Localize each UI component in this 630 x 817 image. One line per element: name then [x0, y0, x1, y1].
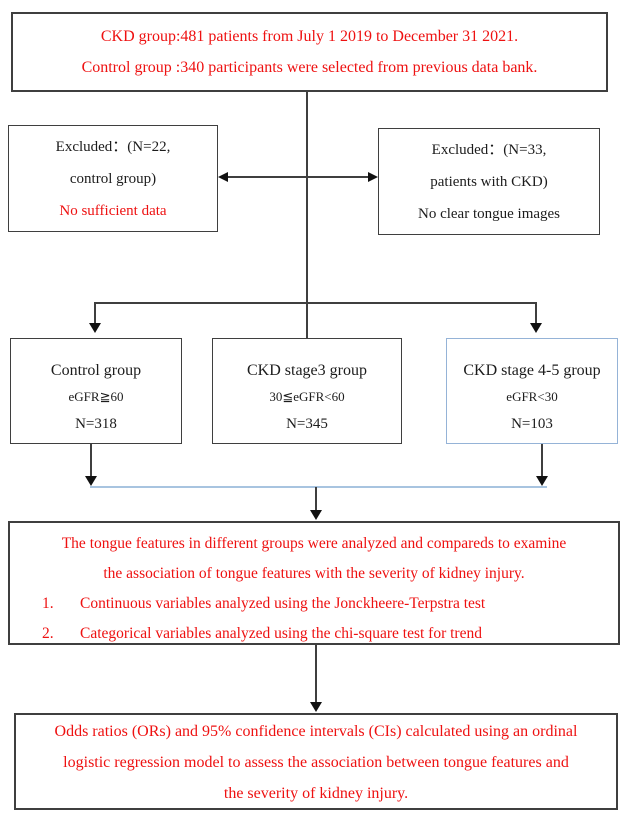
result-box: Odds ratios (ORs) and 95% confidence int… [14, 713, 618, 810]
enrollment-line-2: Control group :340 participants were sel… [81, 59, 538, 76]
analysis-item-1-number: 1. [42, 595, 54, 612]
control-group-criteria: eGFR≧60 [68, 389, 124, 404]
control-down-arrowhead-icon [85, 476, 97, 486]
ckd-stage45-box: CKD stage 4-5 group eGFR<30 N=103 [446, 338, 618, 444]
stage45-down-line [541, 444, 543, 477]
enrollment-line-1: CKD group:481 patients from July 1 2019 … [100, 28, 519, 45]
converge-center-arrowhead-icon [310, 510, 322, 520]
branch-left-arrowhead-icon [89, 323, 101, 333]
control-group-title: Control group [50, 362, 142, 379]
converge-center-line [315, 487, 317, 511]
excluded-ckd-reason: No clear tongue images [417, 205, 561, 222]
excluded-control-line-1: Excluded：(N=22, [55, 138, 171, 155]
ckd-stage3-box: CKD stage3 group 30≦eGFR<60 N=345 [212, 338, 402, 444]
ckd-stage45-title: CKD stage 4-5 group [463, 362, 601, 379]
excluded-control-line-2: control group) [69, 170, 157, 187]
branch-right-line [535, 302, 537, 324]
control-down-line [90, 444, 92, 477]
enrollment-box: CKD group:481 patients from July 1 2019 … [11, 12, 608, 92]
exclusion-arrowhead-right-icon [368, 172, 378, 182]
analysis-item-2: 2. Categorical variables analyzed using t… [10, 619, 618, 649]
result-line-3: the severity of kidney injury. [223, 785, 409, 802]
excluded-ckd-box: Excluded：(N=33, patients with CKD) No cl… [378, 128, 600, 235]
branch-left-line [94, 302, 96, 324]
control-group-count: N=318 [75, 416, 117, 432]
trunk-connector-line [306, 92, 308, 345]
ckd-stage3-criteria: 30≦eGFR<60 [269, 389, 345, 404]
excluded-control-box: Excluded：(N=22, control group) No suffic… [8, 125, 218, 232]
result-line-2: logistic regression model to assess the … [63, 754, 569, 771]
ckd-stage45-criteria: eGFR<30 [506, 389, 558, 404]
analysis-item-2-number: 2. [42, 625, 54, 642]
stage45-down-arrowhead-icon [536, 476, 548, 486]
analysis-box: The tongue features in different groups … [8, 521, 620, 645]
ckd-stage3-count: N=345 [286, 416, 328, 432]
excluded-control-reason: No sufficient data [59, 202, 167, 219]
ckd-stage45-count: N=103 [511, 416, 553, 432]
branch-right-arrowhead-icon [530, 323, 542, 333]
excluded-ckd-line-2: patients with CKD) [430, 173, 548, 190]
converge-horizontal-line [90, 486, 547, 488]
analysis-item-2-text: Categorical variables analyzed using the… [80, 625, 482, 642]
exclusion-arrow-line [226, 176, 370, 178]
analysis-line-1: The tongue features in different groups … [61, 535, 567, 552]
result-line-1: Odds ratios (ORs) and 95% confidence int… [54, 723, 578, 740]
exclusion-arrowhead-left-icon [218, 172, 228, 182]
control-group-box: Control group eGFR≧60 N=318 [10, 338, 182, 444]
analysis-to-result-line [315, 645, 317, 703]
branch-horizontal-line [94, 302, 537, 304]
analysis-item-1: 1. Continuous variables analyzed using th… [10, 589, 618, 619]
analysis-item-1-text: Continuous variables analyzed using the … [80, 595, 486, 612]
excluded-ckd-line-1: Excluded：(N=33, [431, 141, 547, 158]
analysis-to-result-arrowhead-icon [310, 702, 322, 712]
analysis-line-2: the association of tongue features with … [103, 565, 525, 582]
ckd-stage3-title: CKD stage3 group [247, 362, 367, 379]
